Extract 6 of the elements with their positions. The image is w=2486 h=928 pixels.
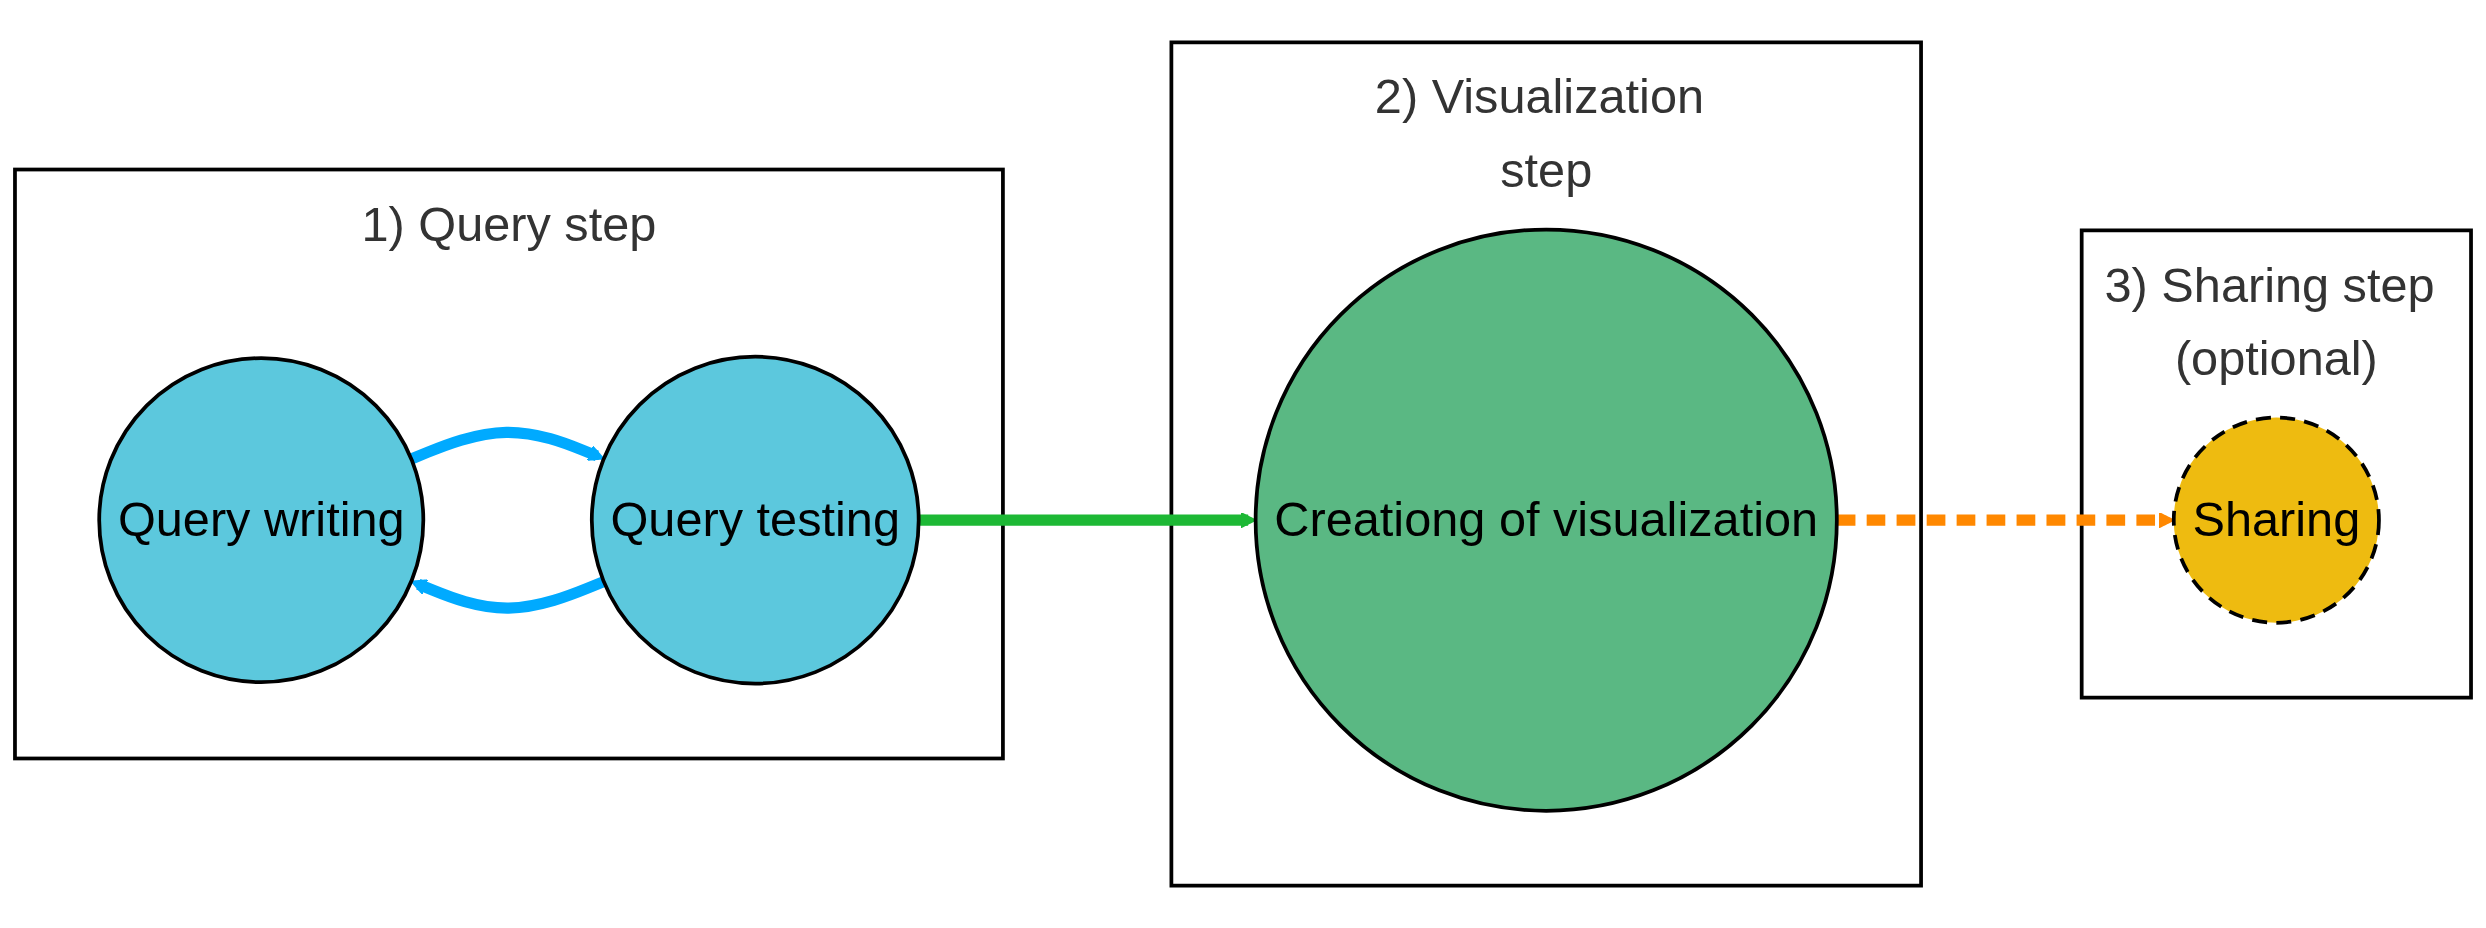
node-circle: Creationg of visualization — [1253, 227, 1839, 813]
node-circle: Query testing — [589, 354, 921, 686]
node-circle: Sharing — [2171, 415, 2381, 625]
arrow — [409, 426, 605, 465]
arrow — [410, 576, 606, 614]
node-circle: Query writing — [97, 356, 426, 685]
